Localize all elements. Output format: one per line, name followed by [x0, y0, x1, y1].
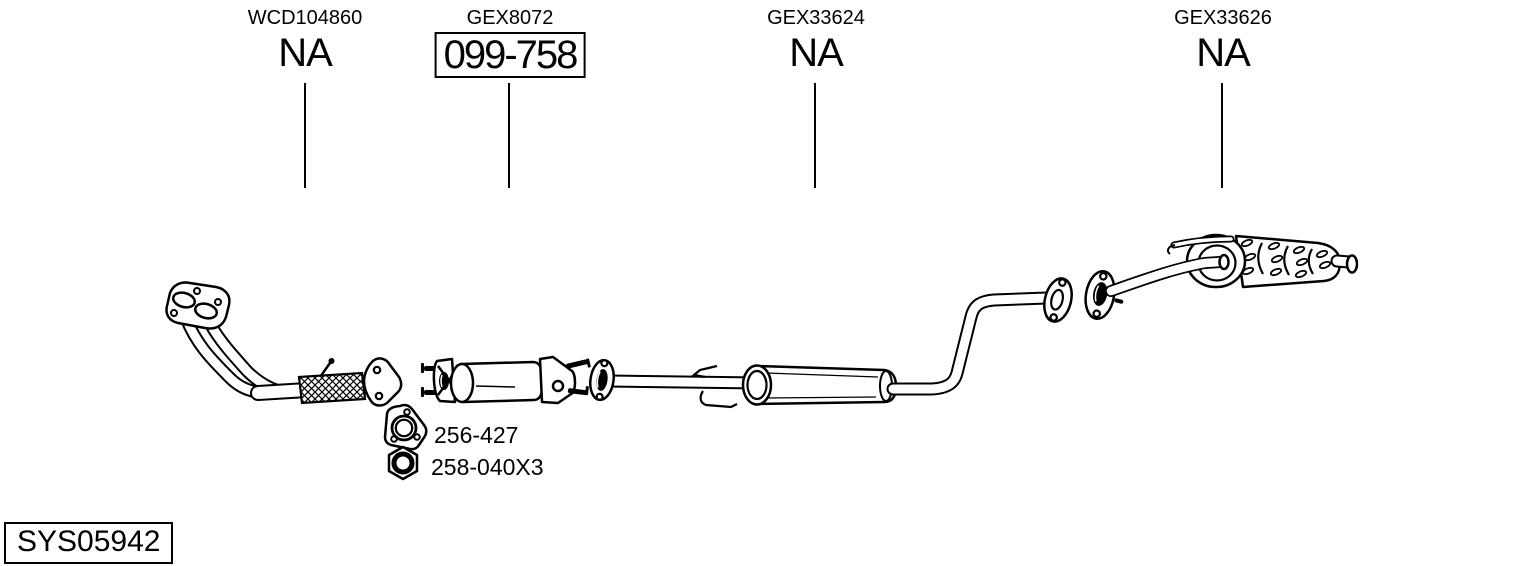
- callout-catalytic-converter: GEX8072 099-758: [434, 6, 586, 78]
- part-value: NA: [789, 31, 844, 75]
- part-number: GEX33624: [767, 7, 865, 29]
- part-number: GEX8072: [466, 7, 554, 29]
- part-number: WCD104860: [247, 7, 363, 29]
- system-id-box: SYS05942: [4, 522, 174, 564]
- callout-rear-silencer: GEX33626 NA: [1174, 6, 1272, 74]
- part-number: GEX33626: [1174, 7, 1272, 29]
- nut-icon: [387, 445, 419, 481]
- part-value: NA: [278, 31, 333, 75]
- gasket-part-label: 256-427: [434, 422, 519, 448]
- gasket-icon: [383, 403, 428, 451]
- leader-line: [814, 83, 816, 188]
- center-silencer-section: [589, 277, 1073, 409]
- part-value-boxed: 099-758: [434, 32, 586, 78]
- leader-line: [508, 83, 510, 188]
- callout-center-silencer: GEX33624 NA: [767, 6, 865, 74]
- part-value: NA: [1196, 31, 1251, 75]
- nut-part-label: 258-040X3: [431, 454, 544, 480]
- front-pipe: [165, 281, 403, 407]
- rear-silencer: [1084, 233, 1359, 321]
- leader-line: [304, 83, 306, 188]
- callout-front-pipe: WCD104860 NA: [248, 6, 363, 74]
- catalytic-converter: [421, 355, 591, 405]
- leader-line: [1221, 83, 1223, 188]
